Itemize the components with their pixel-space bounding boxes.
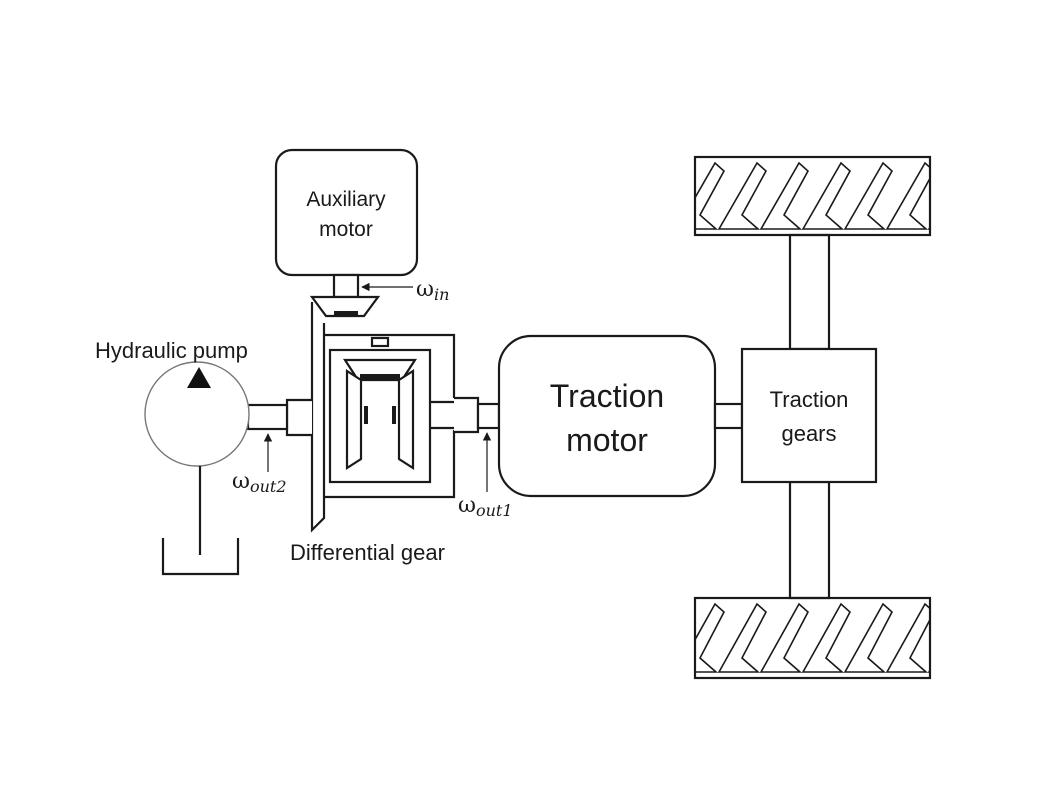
tread-block	[971, 163, 1018, 229]
omega-in-annotation: ωin	[361, 277, 449, 304]
axle-lower	[788, 480, 831, 600]
differential-cage	[328, 348, 432, 484]
wheel-bottom-outline	[693, 596, 932, 680]
wheel-top-tread	[635, 161, 1018, 230]
input-shaft	[309, 273, 381, 318]
traction-output-shaft	[713, 402, 744, 430]
tread-block	[971, 604, 1018, 672]
tread-block	[717, 161, 768, 230]
input-shaft-body	[332, 273, 360, 299]
tread-block	[635, 163, 682, 229]
right-hub	[454, 396, 480, 434]
carrier-frame-bottom	[324, 430, 456, 499]
side-gear-left	[345, 368, 363, 471]
auxiliary-motor-label-2: motor	[319, 218, 373, 241]
differential-gear-label: Differential gear	[290, 540, 445, 565]
wheel-bottom-tread	[635, 602, 1018, 673]
pump-circle	[144, 361, 250, 467]
traction-motor-shaft	[476, 402, 501, 430]
traction-motor-label-2: motor	[566, 422, 648, 458]
auxiliary-motor-box	[274, 148, 419, 277]
input-bevel-gear-face	[334, 311, 358, 315]
omega-in-label: ωin	[416, 277, 449, 304]
hydraulic-pump-label: Hydraulic pump	[95, 338, 248, 363]
traction-motor: Traction motor	[497, 334, 717, 498]
omega-out2-annotation: ωout2	[232, 433, 287, 496]
traction-gears: Traction gears	[740, 347, 878, 484]
tread-block	[695, 161, 726, 230]
side-gear-right	[397, 368, 415, 471]
pump-shaft	[246, 403, 289, 431]
tread-block	[717, 602, 767, 673]
ring-gear-plate	[310, 302, 326, 533]
pump-triangle-icon	[187, 367, 211, 388]
tread-block	[759, 161, 810, 230]
auxiliary-motor: Auxiliary motor	[274, 148, 419, 277]
tread-block	[885, 161, 930, 230]
traction-gears-label-2: gears	[781, 421, 836, 446]
auxiliary-motor-label-1: Auxiliary	[306, 188, 386, 211]
tread-block	[843, 161, 894, 230]
omega-out1-annotation: ωout1	[458, 432, 513, 520]
tread-block	[635, 604, 682, 672]
side-gear-right-hub	[392, 406, 396, 424]
spider-gear-top-face	[360, 374, 400, 379]
tread-block	[927, 668, 930, 673]
wheel-top-outline	[693, 155, 932, 237]
differential-gear	[310, 302, 456, 533]
left-output-shaft	[246, 398, 312, 437]
tread-block	[801, 602, 851, 673]
omega-out1-label: ωout1	[458, 493, 513, 520]
tread-block	[695, 602, 725, 673]
axle-upper	[788, 233, 831, 351]
traction-motor-label-1: Traction	[550, 378, 664, 414]
wheel-top	[635, 155, 1018, 237]
tread-block	[885, 602, 930, 673]
tread-block	[801, 161, 852, 230]
cage-top-tab	[370, 336, 390, 348]
tread-block	[927, 225, 930, 230]
input-bevel-gear	[309, 295, 381, 318]
tank-icon	[161, 538, 240, 576]
left-hub	[285, 398, 312, 437]
tread-block	[843, 602, 893, 673]
traction-gears-box	[740, 347, 878, 484]
tread-block	[759, 602, 809, 673]
traction-motor-box	[497, 334, 717, 498]
wheel-bottom	[635, 596, 1018, 680]
carrier-frame-top	[324, 333, 456, 398]
side-gear-left-hub	[364, 406, 368, 424]
hydraulic-pump: Hydraulic pump	[95, 338, 250, 576]
omega-out2-label: ωout2	[232, 469, 287, 496]
traction-gears-label-1: Traction	[770, 387, 849, 412]
right-output-shaft	[454, 396, 501, 434]
